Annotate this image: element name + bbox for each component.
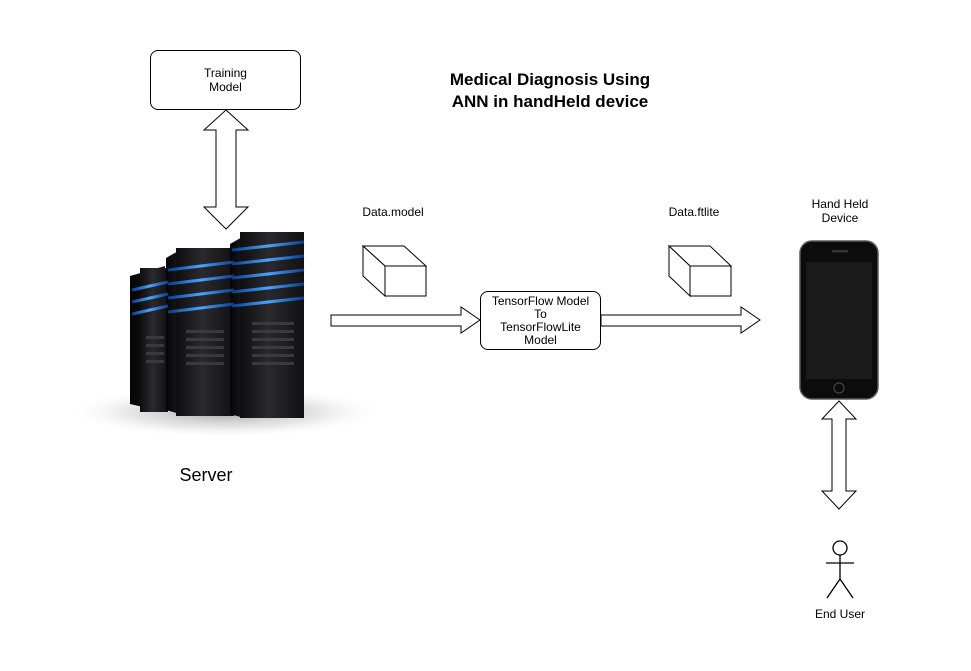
end-user-icon — [826, 540, 854, 599]
data-tflite-cube-icon — [667, 244, 733, 298]
smartphone-icon — [799, 240, 879, 400]
data-model-label: Data.model — [362, 205, 424, 219]
training-box-line-1: Training — [204, 66, 247, 80]
server-rack-icon — [65, 232, 385, 438]
title-line-2: ANN in handHeld device — [451, 92, 649, 111]
training-model-box: Training Model — [150, 50, 301, 110]
device-label-line-1: Hand Held — [811, 197, 869, 211]
data-tflite-label: Data.ftlite — [668, 205, 720, 219]
diagram-title: Medical Diagnosis Using ANN in handHeld … — [390, 69, 710, 113]
end-user-label: End User — [814, 607, 866, 621]
converter-line-2: To — [534, 306, 547, 321]
data-model-cube-icon — [361, 244, 428, 298]
device-label-line-2: Device — [821, 211, 859, 225]
training-box-line-2: Model — [209, 80, 242, 94]
device-label: Hand Held Device — [790, 197, 890, 225]
device-user-double-arrow — [820, 400, 858, 510]
title-line-1: Medical Diagnosis Using — [449, 70, 651, 89]
server-to-converter-arrow — [330, 306, 481, 334]
converter-box: TensorFlow Model To TensorFlowLite Model — [480, 291, 601, 350]
converter-to-device-arrow — [600, 306, 761, 334]
training-server-double-arrow — [202, 109, 250, 230]
converter-line-1: TensorFlow Model — [491, 293, 590, 308]
converter-line-3: TensorFlowLite — [500, 319, 581, 334]
server-label: Server — [179, 465, 233, 485]
converter-line-4: Model — [524, 332, 557, 347]
